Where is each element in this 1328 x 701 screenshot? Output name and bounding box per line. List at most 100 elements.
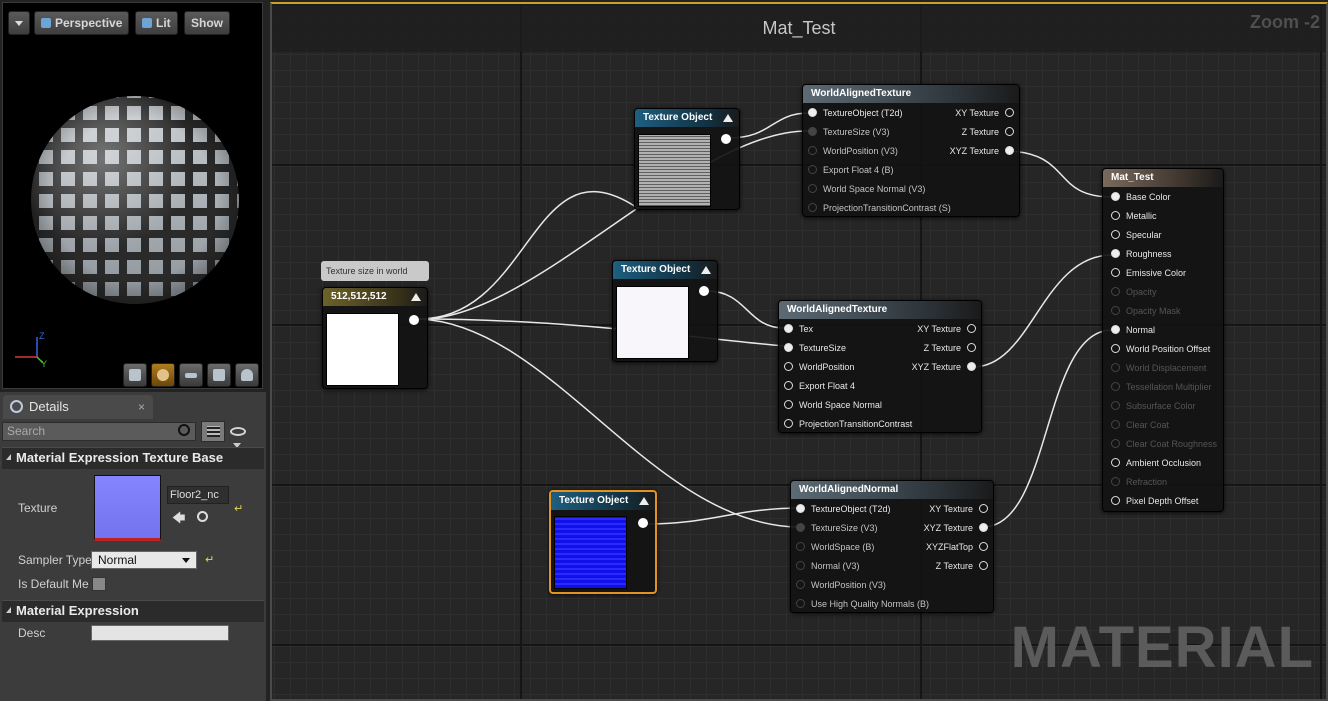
- output-pin-row[interactable]: XYZ Texture: [924, 520, 988, 536]
- material-graph-canvas[interactable]: Mat_Test Zoom -2 MATERIAL Texture size i…: [270, 2, 1328, 701]
- collapse-icon[interactable]: [701, 266, 711, 274]
- output-pin-row[interactable]: XY Texture: [917, 321, 976, 337]
- result-input-pin-row[interactable]: Opacity Mask: [1111, 303, 1181, 319]
- close-icon[interactable]: ×: [137, 400, 145, 414]
- result-input-pin-row[interactable]: Base Color: [1111, 189, 1171, 205]
- output-pin-row[interactable]: Z Texture: [936, 558, 988, 574]
- collapse-icon[interactable]: [723, 114, 733, 122]
- collapse-icon[interactable]: [411, 293, 421, 301]
- preview-sphere-button[interactable]: [151, 363, 175, 387]
- input-pin-row[interactable]: Normal (V3): [796, 558, 860, 574]
- details-panel: Details × Search Material Expression Tex…: [0, 392, 266, 701]
- svg-text:Z: Z: [39, 331, 45, 341]
- input-pin-row[interactable]: WorldPosition (V3): [808, 143, 898, 159]
- input-pin-row[interactable]: Export Float 4 (B): [808, 162, 894, 178]
- visibility-filter-button[interactable]: [230, 425, 256, 448]
- input-pin-row[interactable]: Tex: [784, 321, 813, 337]
- details-search-input[interactable]: Search: [2, 422, 196, 441]
- node-header: WorldAlignedNormal: [791, 481, 993, 499]
- output-pin[interactable]: [409, 315, 419, 325]
- result-input-pin-row[interactable]: Roughness: [1111, 246, 1172, 262]
- input-pin-row[interactable]: Use High Quality Normals (B): [796, 596, 929, 612]
- input-pin-row[interactable]: WorldPosition (V3): [796, 577, 886, 593]
- reset-to-default-icon[interactable]: ↵: [205, 554, 215, 566]
- input-pin-row[interactable]: TextureObject (T2d): [796, 501, 891, 517]
- world-aligned-texture-node[interactable]: WorldAlignedTexture TextureObject (T2d) …: [802, 84, 1020, 217]
- output-pin[interactable]: [638, 518, 648, 528]
- world-aligned-normal-node[interactable]: WorldAlignedNormal TextureObject (T2d) T…: [790, 480, 994, 613]
- output-pin-row[interactable]: XYZ Texture: [950, 143, 1014, 159]
- input-pin-row[interactable]: WorldSpace (B): [796, 539, 874, 555]
- texture-thumbnail[interactable]: [94, 475, 161, 541]
- output-pin-row[interactable]: Z Texture: [962, 124, 1014, 140]
- view-options-button[interactable]: [201, 421, 225, 442]
- browse-search-icon[interactable]: [197, 511, 208, 522]
- input-pin-row[interactable]: TextureSize (V3): [808, 124, 890, 140]
- collapse-icon[interactable]: [639, 497, 649, 505]
- pin-icon: [808, 146, 817, 155]
- input-pin-row[interactable]: Export Float 4: [784, 378, 855, 394]
- reset-to-default-icon[interactable]: ↵: [234, 503, 244, 515]
- world-aligned-texture-node[interactable]: WorldAlignedTexture Tex TextureSize Worl…: [778, 300, 982, 433]
- output-pin-row[interactable]: XY Texture: [955, 105, 1014, 121]
- preview-cylinder-button[interactable]: [123, 363, 147, 387]
- texture-asset-dropdown[interactable]: Floor2_nc: [167, 486, 229, 504]
- preview-mesh-button[interactable]: [235, 363, 259, 387]
- input-pin-row[interactable]: TextureSize (V3): [796, 520, 878, 536]
- input-pin-row[interactable]: TextureObject (T2d): [808, 105, 903, 121]
- input-pin-row[interactable]: WorldPosition: [784, 359, 854, 375]
- output-pin[interactable]: [721, 134, 731, 144]
- input-pin-row[interactable]: TextureSize: [784, 340, 846, 356]
- result-input-pin-row[interactable]: Refraction: [1111, 474, 1167, 490]
- perspective-button[interactable]: Perspective: [34, 11, 130, 35]
- output-pin-row[interactable]: Z Texture: [924, 340, 976, 356]
- result-input-pin-row[interactable]: Emissive Color: [1111, 265, 1186, 281]
- result-input-pin-row[interactable]: Opacity: [1111, 284, 1157, 300]
- desc-input[interactable]: [91, 625, 229, 641]
- comment-bubble[interactable]: Texture size in world: [321, 261, 429, 281]
- show-button[interactable]: Show: [184, 11, 230, 35]
- pin-icon: [1111, 382, 1120, 391]
- result-input-pin-row[interactable]: Subsurface Color: [1111, 398, 1196, 414]
- result-input-pin-row[interactable]: World Position Offset: [1111, 341, 1210, 357]
- preview-plane-button[interactable]: [179, 363, 203, 387]
- pin-icon: [967, 324, 976, 333]
- constant3-node[interactable]: 512,512,512: [322, 287, 428, 389]
- is-default-checkbox[interactable]: [92, 577, 106, 591]
- lit-button[interactable]: Lit: [135, 11, 178, 35]
- material-preview-viewport[interactable]: Perspective Lit Show Z Y: [2, 2, 263, 389]
- result-input-pin-row[interactable]: Tessellation Multiplier: [1111, 379, 1212, 395]
- use-selected-arrow-icon[interactable]: 🡄: [172, 510, 186, 525]
- texture-object-node[interactable]: Texture Object: [634, 108, 740, 210]
- pin-icon: [784, 343, 793, 352]
- section-material-expression[interactable]: Material Expression: [2, 600, 264, 622]
- result-input-pin-row[interactable]: Specular: [1111, 227, 1162, 243]
- output-pin-row[interactable]: XY Texture: [929, 501, 988, 517]
- input-pin-row[interactable]: ProjectionTransitionContrast: [784, 416, 912, 432]
- output-pin[interactable]: [699, 286, 709, 296]
- input-pin-row[interactable]: World Space Normal: [784, 397, 882, 413]
- input-pin-row[interactable]: World Space Normal (V3): [808, 181, 925, 197]
- result-input-pin-row[interactable]: Pixel Depth Offset: [1111, 493, 1198, 509]
- output-pin-row[interactable]: XYZ Texture: [912, 359, 976, 375]
- search-icon: [178, 424, 190, 436]
- details-tab[interactable]: Details ×: [3, 395, 153, 419]
- axis-gizmo-icon: Z Y: [15, 331, 47, 369]
- input-pin-row[interactable]: ProjectionTransitionContrast (S): [808, 200, 951, 216]
- result-input-pin-row[interactable]: Normal: [1111, 322, 1155, 338]
- viewport-options-dropdown[interactable]: [8, 11, 30, 35]
- texture-object-node-selected[interactable]: Texture Object: [549, 490, 657, 594]
- result-input-pin-row[interactable]: Ambient Occlusion: [1111, 455, 1201, 471]
- preview-cube-button[interactable]: [207, 363, 231, 387]
- result-input-pin-row[interactable]: World Displacement: [1111, 360, 1206, 376]
- pin-icon: [1111, 192, 1120, 201]
- texture-object-node[interactable]: Texture Object: [612, 260, 718, 362]
- pin-icon: [784, 400, 793, 409]
- section-texture-base[interactable]: Material Expression Texture Base: [2, 447, 264, 469]
- result-input-pin-row[interactable]: Clear Coat: [1111, 417, 1169, 433]
- result-input-pin-row[interactable]: Clear Coat Roughness: [1111, 436, 1217, 452]
- output-pin-row[interactable]: XYZFlatTop: [926, 539, 988, 555]
- sampler-type-dropdown[interactable]: Normal: [91, 551, 197, 569]
- result-input-pin-row[interactable]: Metallic: [1111, 208, 1157, 224]
